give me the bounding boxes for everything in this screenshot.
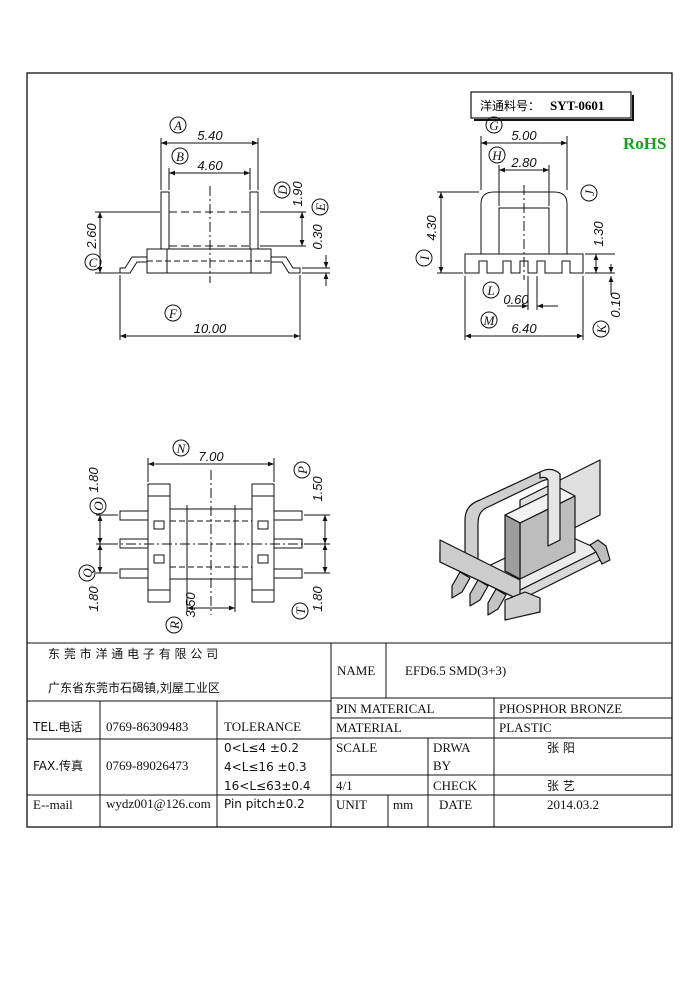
- dim-P: 1.50: [310, 476, 325, 502]
- dim-Q: 1.80: [86, 586, 101, 612]
- tolerance-3: 16<L≤63±0.4: [224, 779, 310, 793]
- dim-L: 0.60: [503, 292, 529, 307]
- front-view-labels: A B C D E F 5.40 4.60 2.60 1.90 0.30 10.…: [84, 118, 328, 336]
- dim-J: 1.30: [591, 221, 606, 247]
- unit-value: mm: [393, 797, 413, 812]
- dim-D: 1.90: [290, 181, 305, 207]
- drawn-by-value: 张 阳: [547, 741, 575, 755]
- tolerance-1: 0<L≤4 ±0.2: [224, 741, 299, 755]
- scale-value: 4/1: [336, 778, 353, 793]
- part-number-prefix: 洋通料号：: [480, 98, 540, 113]
- bottom-view-labels: N O P Q R T 7.00 1.80 1.50 1.80 3.50 1.8…: [80, 441, 325, 630]
- callout-B: B: [176, 149, 184, 164]
- tel-value: 0769-86309483: [106, 719, 188, 734]
- sheet-border: [26, 72, 673, 828]
- dim-H: 2.80: [510, 155, 537, 170]
- drawn-by-label-2: BY: [433, 758, 452, 773]
- callout-I: I: [417, 255, 432, 261]
- company-name: 东 莞 市 洋 通 电 子 有 限 公 司: [48, 646, 218, 661]
- tel-label: TEL.电话: [32, 720, 82, 734]
- callout-D: D: [275, 185, 290, 196]
- unit-label: UNIT: [336, 797, 367, 812]
- callout-G: G: [489, 118, 499, 133]
- dim-C: 2.60: [84, 223, 99, 250]
- tolerance-2: 4<L≤16 ±0.3: [224, 760, 307, 774]
- part-number-box: 洋通料号： SYT-0601: [470, 91, 634, 121]
- company-address: 广东省东莞市石碣镇,刘屋工业区: [48, 680, 220, 695]
- rohs-mark: RoHS: [623, 134, 666, 153]
- callout-R: R: [167, 621, 182, 630]
- dim-I: 4.30: [424, 215, 439, 241]
- name-value: EFD6.5 SMD(3+3): [405, 663, 506, 678]
- dim-B: 4.60: [197, 158, 223, 173]
- callout-P: P: [295, 466, 310, 475]
- callout-J: J: [582, 189, 597, 196]
- title-block: 东 莞 市 洋 通 电 子 有 限 公 司 广东省东莞市石碣镇,刘屋工业区 TE…: [32, 646, 622, 812]
- checked-by-value: 张 艺: [547, 779, 575, 793]
- callout-C: C: [89, 255, 98, 270]
- callout-L: L: [486, 283, 494, 298]
- callout-T: T: [293, 607, 308, 615]
- callout-O: O: [91, 501, 106, 511]
- scale-label: SCALE: [336, 740, 377, 755]
- drawn-by-label-1: DRWA: [433, 740, 471, 755]
- callout-F: F: [168, 306, 178, 321]
- callout-A: A: [173, 118, 182, 133]
- date-label: DATE: [439, 797, 472, 812]
- email-value: wydz001@126.com: [106, 796, 211, 811]
- callout-M: M: [483, 313, 496, 328]
- dim-N: 7.00: [198, 449, 224, 464]
- name-label: NAME: [337, 663, 375, 678]
- pin-material-value: PHOSPHOR BRONZE: [499, 701, 622, 716]
- bottom-view: [78, 439, 330, 634]
- dim-R: 3.50: [183, 592, 198, 618]
- dim-F: 10.00: [194, 321, 227, 336]
- callout-H: H: [491, 148, 502, 163]
- isometric-view: [439, 459, 611, 621]
- dim-K: 0.10: [608, 292, 623, 318]
- title-block-grid: [27, 642, 672, 827]
- dim-G: 5.00: [511, 128, 537, 143]
- side-view-labels: G H I J K L M 5.00 2.80 4.30 1.30 0.10 0…: [417, 118, 623, 336]
- front-view: [84, 116, 330, 340]
- email-label: E--mail: [33, 797, 73, 812]
- dim-A: 5.40: [197, 128, 223, 143]
- material-value: PLASTIC: [499, 720, 552, 735]
- dim-O: 1.80: [86, 467, 101, 493]
- callout-N: N: [176, 441, 187, 456]
- part-number: SYT-0601: [550, 98, 604, 113]
- material-label: MATERIAL: [336, 720, 402, 735]
- tolerance-pin-pitch: Pin pitch±0.2: [224, 797, 305, 811]
- check-label: CHECK: [433, 778, 478, 793]
- dim-E: 0.30: [310, 224, 325, 250]
- side-view: [415, 116, 615, 340]
- callout-Q: Q: [80, 568, 95, 578]
- fax-value: 0769-89026473: [106, 758, 188, 773]
- pin-material-label: PIN MATERICAL: [336, 701, 435, 716]
- callout-E: E: [313, 203, 328, 212]
- fax-label: FAX.传真: [33, 758, 83, 773]
- callout-K: K: [594, 323, 609, 334]
- date-value: 2014.03.2: [547, 797, 599, 812]
- dim-T: 1.80: [310, 586, 325, 612]
- dim-M: 6.40: [511, 321, 537, 336]
- tolerance-label: TOLERANCE: [224, 719, 301, 734]
